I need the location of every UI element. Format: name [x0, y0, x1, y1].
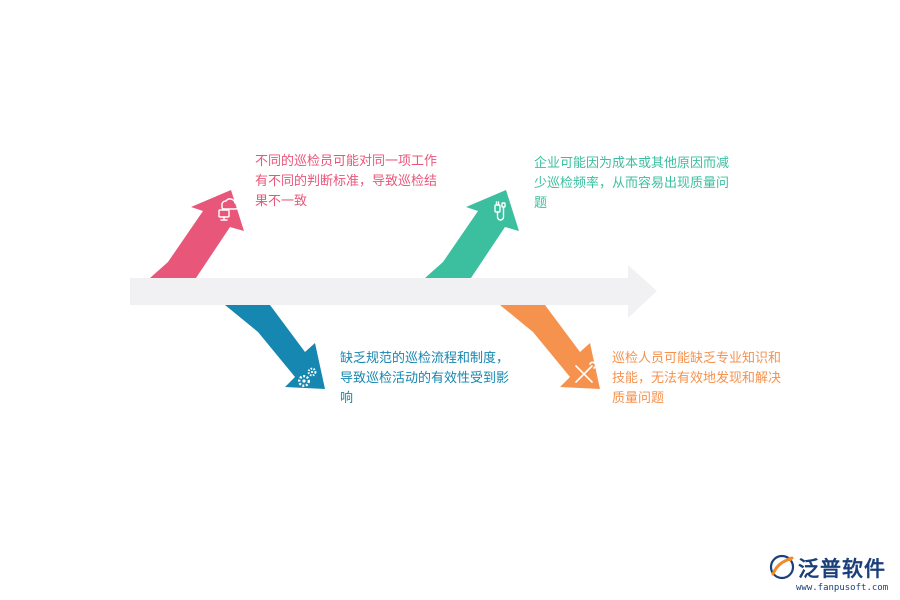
spine-arrow — [130, 265, 657, 318]
cause-text-2: 企业可能因为成本或其他原因而减少巡检频率，从而容易出现质量问题 — [534, 156, 730, 211]
plug-cable-icon — [494, 201, 506, 221]
cloud-computer-icon — [218, 198, 240, 221]
logo-mark-icon — [769, 554, 795, 580]
brand-logo: 泛普软件 www.fanpusoft.com — [768, 550, 898, 596]
cause-arrow-1 — [150, 190, 244, 278]
gears-icon — [298, 367, 317, 388]
cause-text-4: 巡检人员可能缺乏专业知识和技能，无法有效地发现和解决质量问题 — [612, 351, 782, 406]
tools-icon — [575, 361, 597, 383]
logo-name: 泛普软件 — [798, 557, 886, 581]
cause-text-1: 不同的巡检员可能对同一项工作有不同的判断标准，导致巡检结果不一致 — [255, 154, 438, 209]
cause-arrow-3 — [225, 305, 325, 389]
cause-arrow-4 — [500, 305, 600, 389]
cause-text-3: 缺乏规范的巡检流程和制度，导致巡检活动的有效性受到影响 — [340, 351, 510, 406]
logo-url: www.fanpusoft.com — [796, 583, 889, 593]
